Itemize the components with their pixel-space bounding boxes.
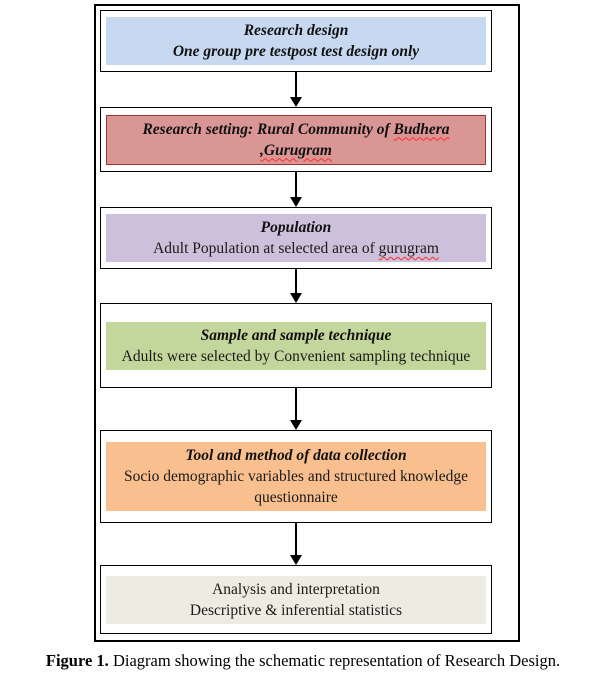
box-text: Population — [260, 219, 332, 236]
box-text: One group pre testpost test design only — [172, 43, 420, 60]
box-text: Research setting: Rural Community of — [142, 120, 394, 138]
spellcheck-wavy-text: Budhera — [393, 120, 450, 138]
box-title-line: Research setting: Rural Community of Bud… — [113, 119, 479, 140]
down-arrow-icon — [100, 388, 492, 430]
box-title-line: One group pre testpost test design only — [112, 41, 480, 62]
spellcheck-wavy-text: ,Gurugram — [260, 141, 332, 159]
box-title-line: Sample and sample technique — [112, 325, 480, 346]
box-text: Tool and method of data collection — [185, 447, 407, 464]
box-text: Socio demographic variables and structur… — [124, 468, 468, 506]
box-text: Adult Population at selected area of — [153, 240, 379, 257]
down-arrow-icon — [100, 72, 492, 107]
box-body-line: Analysis and interpretation — [112, 579, 480, 600]
box-body-line: Descriptive & inferential statistics — [112, 600, 480, 621]
spellcheck-wavy-text: gurugram — [378, 240, 439, 257]
box-text: Descriptive & inferential statistics — [189, 601, 403, 619]
box-title-line: Population — [112, 217, 480, 238]
down-arrow-icon — [100, 172, 492, 207]
figure-caption: Figure 1. Diagram showing the schematic … — [0, 651, 606, 671]
box-text: Adults were selected by Convenient sampl… — [121, 347, 471, 365]
box-body-line: Adult Population at selected area of gur… — [112, 238, 480, 259]
box-title-line: Tool and method of data collection — [112, 445, 480, 466]
flow-box-fill-research-setting: Research setting: Rural Community of Bud… — [106, 114, 486, 165]
box-text: Research design — [243, 22, 349, 39]
figure-caption-label: Figure 1. — [45, 651, 109, 670]
box-title-line: ,Gurugram — [113, 140, 479, 161]
down-arrow-icon — [100, 269, 492, 303]
down-arrow-icon — [100, 523, 492, 565]
box-text: Sample and sample technique — [200, 326, 392, 344]
flow-box-research-setting: Research setting: Rural Community of Bud… — [100, 107, 492, 172]
box-title-line: Research design — [112, 20, 480, 41]
box-body-line: Adults were selected by Convenient sampl… — [112, 346, 480, 367]
box-text: Analysis and interpretation — [212, 580, 380, 598]
box-body-line: Socio demographic variables and structur… — [112, 466, 480, 508]
figure-caption-text: Diagram showing the schematic representa… — [108, 651, 561, 670]
